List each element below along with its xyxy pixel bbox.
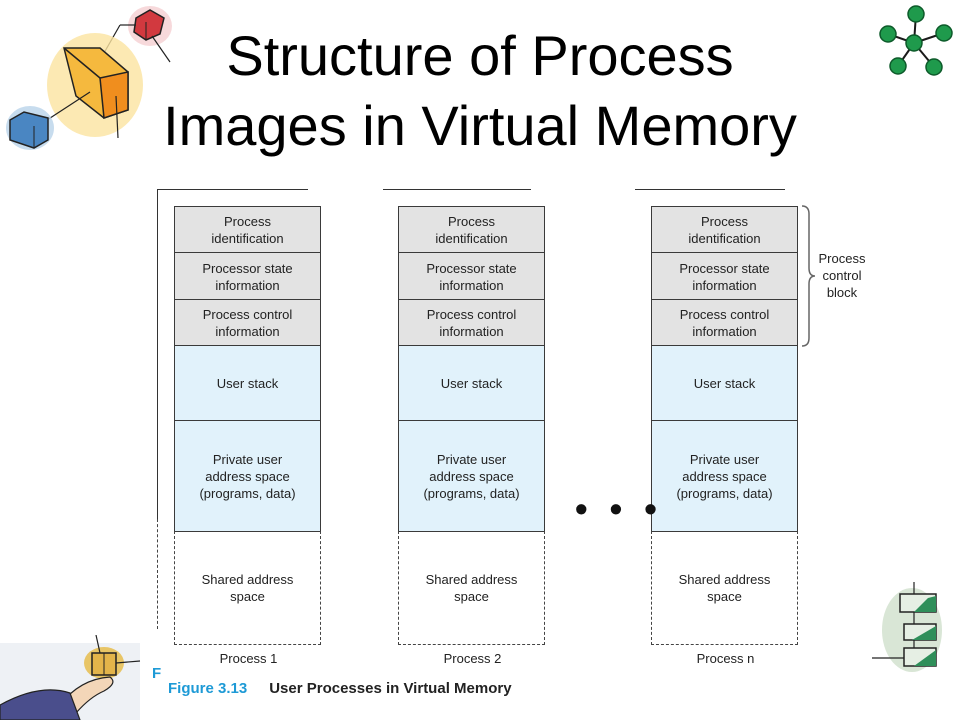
figure-caption: Figure 3.13 User Processes in Virtual Mem… — [168, 680, 512, 697]
curly-brace-icon — [801, 205, 816, 347]
process-identification-cell: Process identification — [398, 206, 545, 254]
process-control-info-cell: Process control information — [398, 299, 545, 347]
process-control-info-cell: Process control information — [651, 299, 798, 347]
frame-left-dashed-1 — [157, 519, 158, 629]
frame-left-line-1 — [157, 189, 158, 519]
private-address-space-cell: Private user address space (programs, da… — [174, 420, 321, 533]
user-stack-cell: User stack — [174, 345, 321, 422]
processor-state-cell: Processor state information — [398, 252, 545, 301]
process-label: Process 2 — [443, 651, 502, 666]
private-address-space-cell: Private user address space (programs, da… — [651, 420, 798, 533]
process-control-info-cell: Process control information — [174, 299, 321, 347]
process-identification-cell: Process identification — [651, 206, 798, 254]
process-label: Process 1 — [219, 651, 278, 666]
process-control-block-label: Process control block — [818, 251, 866, 300]
frame-top-line-1 — [158, 189, 308, 190]
slide-title-line-2: Images in Virtual Memory — [163, 94, 797, 157]
shared-address-space-cell: Shared address space — [651, 531, 798, 645]
frame-top-line-2 — [383, 189, 531, 190]
processor-state-cell: Processor state information — [651, 252, 798, 301]
process-identification-cell: Process identification — [174, 206, 321, 254]
processor-state-cell: Processor state information — [174, 252, 321, 301]
slide-title-line-1: Structure of Process — [226, 24, 734, 87]
hand-holding-cube-clipart-icon — [0, 635, 141, 720]
process-label: Process n — [696, 651, 755, 666]
user-stack-cell: User stack — [398, 345, 545, 422]
network-star-icon — [879, 5, 953, 76]
cubes-clipart-icon — [6, 6, 172, 150]
figure-caption-text: User Processes in Virtual Memory — [269, 680, 512, 697]
user-stack-cell: User stack — [651, 345, 798, 422]
shared-address-space-cell: Shared address space — [398, 531, 545, 645]
frame-top-line-n — [635, 189, 785, 190]
stacked-blocks-clipart-icon — [872, 582, 942, 672]
figure-number: Figure 3.13 — [168, 680, 248, 697]
more-processes-ellipsis: • • • — [575, 488, 663, 529]
caption-fragment: F — [152, 665, 162, 682]
shared-address-space-cell: Shared address space — [174, 531, 321, 645]
private-address-space-cell: Private user address space (programs, da… — [398, 420, 545, 533]
